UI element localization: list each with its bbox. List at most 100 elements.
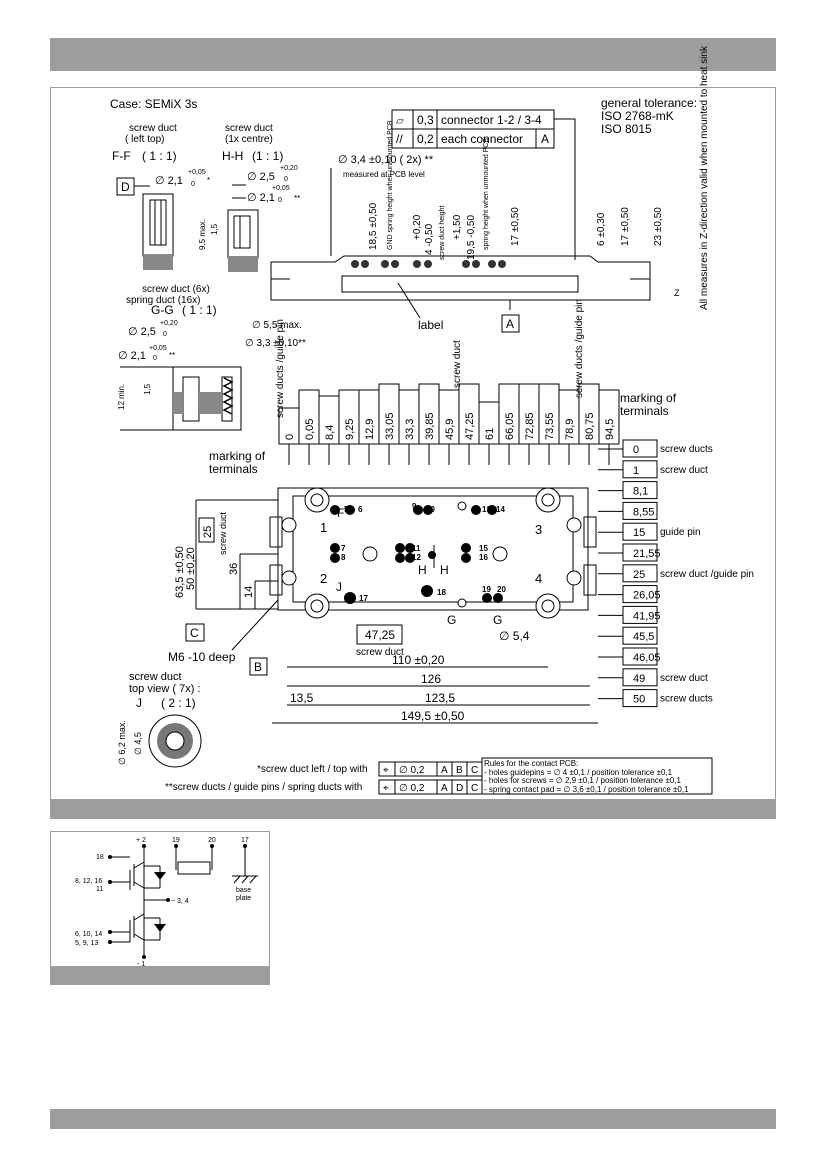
gg-h15: 1,5 [143, 383, 152, 395]
footer-bar [50, 1109, 776, 1129]
pin-7: 7 [341, 544, 346, 553]
v1: 18,5 ±0,50 [368, 202, 379, 250]
j-scale: ( 2 : 1) [161, 696, 196, 710]
pin-5: 5 [344, 505, 349, 514]
terminal-2: 2 [320, 571, 327, 586]
v2-note: screw duct height [439, 205, 446, 260]
y-position-note: screw duct /guide pin [660, 569, 754, 580]
x-note-left: screw ducts /guide pin [275, 319, 286, 418]
datum-b: B [254, 660, 262, 674]
dim-36: 36 [228, 563, 240, 575]
y-position-label: 1 [633, 465, 639, 477]
gg-tol2-up: +0,05 [149, 345, 167, 352]
dim-50: 50 ±0,20 [185, 547, 197, 590]
section-g-marker-1: G [447, 613, 456, 627]
r1: 6 ±0,30 [596, 212, 607, 246]
sch-p1: - 1 [137, 961, 145, 968]
gg-dia2: ∅ 2,1 [118, 350, 146, 362]
tol-frame-text: ⌖ [383, 765, 389, 776]
gg-label: G-G [151, 303, 174, 317]
y-position-label: 46,05 [633, 652, 661, 664]
v4: 17 ±0,50 [510, 207, 521, 246]
parallel-datum: A [541, 132, 549, 146]
pin-12: 12 [412, 553, 421, 562]
d34: ∅ 3,4 ±0,10 ( 2x) ** [338, 154, 434, 166]
marking-left-1: marking of [209, 449, 266, 463]
case-title: Case: SEMiX 3s [110, 97, 197, 111]
pcb-rules: Rules for the contact PCB: - holes guide… [481, 757, 713, 795]
pcb-rules-title: Rules for the contact PCB: [484, 759, 578, 768]
pin-11: 11 [412, 544, 421, 553]
r3: 23 ±0,50 [653, 207, 664, 246]
sch-p8: 8, 12, 16 [75, 878, 102, 885]
ff-tol-up: +0,05 [188, 169, 206, 176]
label-callout: label [418, 318, 443, 332]
x-position-label: 47,25 [464, 412, 476, 440]
x-position-label: 80,75 [584, 412, 596, 440]
section-hh: screw duct (1x centre) H-H (1 : 1) +0,20… [198, 123, 300, 272]
ff-title2: ( left top) [125, 134, 164, 145]
section-ff: screw duct ( left top) F-F ( 1 : 1) D ∅ … [112, 123, 210, 270]
tol-frame-text: ∅ 0,2 [399, 783, 425, 794]
drawing-panel-footer [50, 799, 776, 818]
dim-149-5: 149,5 ±0,50 [401, 709, 465, 723]
iso-2768: ISO 2768-mK [601, 109, 674, 123]
hh-label: H-H [222, 149, 243, 163]
ff-scale: ( 1 : 1) [142, 149, 177, 163]
tol-frame-text: ∅ 0,2 [399, 765, 425, 776]
y-position-note: screw duct [660, 673, 708, 684]
pin-16: 16 [479, 553, 488, 562]
sch-p18: 18 [96, 854, 104, 861]
tol-frame-text: B [456, 765, 463, 776]
section-h-marker-1: H [418, 563, 427, 577]
dim-13-5: 13,5 [290, 691, 314, 705]
v2: +0,20 [412, 214, 423, 240]
z-axis: Z [674, 288, 680, 298]
position-tol-line2: **screw ducts / guide pins / spring duct… [165, 782, 362, 793]
pcb-level-note: measured at PCB level [343, 170, 425, 179]
hh-h95: 9,5 max. [198, 219, 207, 250]
gg-dia1: ∅ 2,5 [128, 326, 156, 338]
dim-110: 110 ±0,20 [392, 653, 445, 667]
terminal-4: 4 [535, 571, 542, 586]
gg-tol2-lo: 0 [153, 355, 157, 362]
tol-frame-text: A [441, 765, 448, 776]
j-d62: ∅ 6,2 max. [117, 720, 127, 765]
dim-123-5: 123,5 [425, 691, 455, 705]
x-position-label: 72,85 [524, 412, 536, 440]
y-position-label: 41,95 [633, 610, 661, 622]
y-position-box [622, 439, 658, 458]
x-position-label: 66,05 [504, 412, 516, 440]
pin-9: 9 [412, 502, 417, 511]
v3: +1,50 [452, 214, 463, 240]
y-position-label: 8,1 [633, 486, 648, 498]
marking-left-2: terminals [209, 462, 258, 476]
j-title2: top view ( 7x) : [129, 683, 201, 695]
hh-mark2: ** [294, 194, 300, 203]
ff-tol-lo: 0 [191, 181, 195, 188]
side-elevation: ∅ 3,4 ±0,10 ( 2x) ** measured at PCB lev… [270, 120, 680, 333]
sch-base1: base [236, 887, 251, 894]
sch-p5: 5, 9, 13 [75, 940, 98, 947]
v3-note: spring height when unmounted PCB [483, 138, 490, 250]
m6-note: M6 -10 deep [168, 650, 236, 664]
detail-j: screw duct top view ( 7x) : J ( 2 : 1) ∅… [117, 671, 202, 768]
pin-8: 8 [341, 553, 346, 562]
gg-tol1-lo: 0 [163, 331, 167, 338]
gg-scale: ( 1 : 1) [182, 303, 217, 317]
v2b: 4 -0,50 [424, 223, 435, 255]
y-position-label: 49 [633, 673, 645, 685]
schematic-panel [50, 831, 270, 985]
hh-title1: screw duct [225, 123, 273, 134]
y-position-note: screw duct [660, 465, 708, 476]
flatness-symbol: ▱ [396, 116, 404, 127]
x-position-label: 8,4 [324, 425, 336, 440]
dim-25-note: screw duct [218, 511, 228, 555]
position-tol-line1: *screw duct left / top with [257, 764, 368, 775]
circuit-schematic: + 2 18 8, 12, 16 11 ~ 3, 4 6, 10, 14 5, … [75, 837, 258, 968]
gg-title2: spring duct (16x) [126, 295, 200, 306]
dim-47-25-note: screw duct [356, 647, 404, 658]
parallel-symbol: // [396, 132, 403, 146]
